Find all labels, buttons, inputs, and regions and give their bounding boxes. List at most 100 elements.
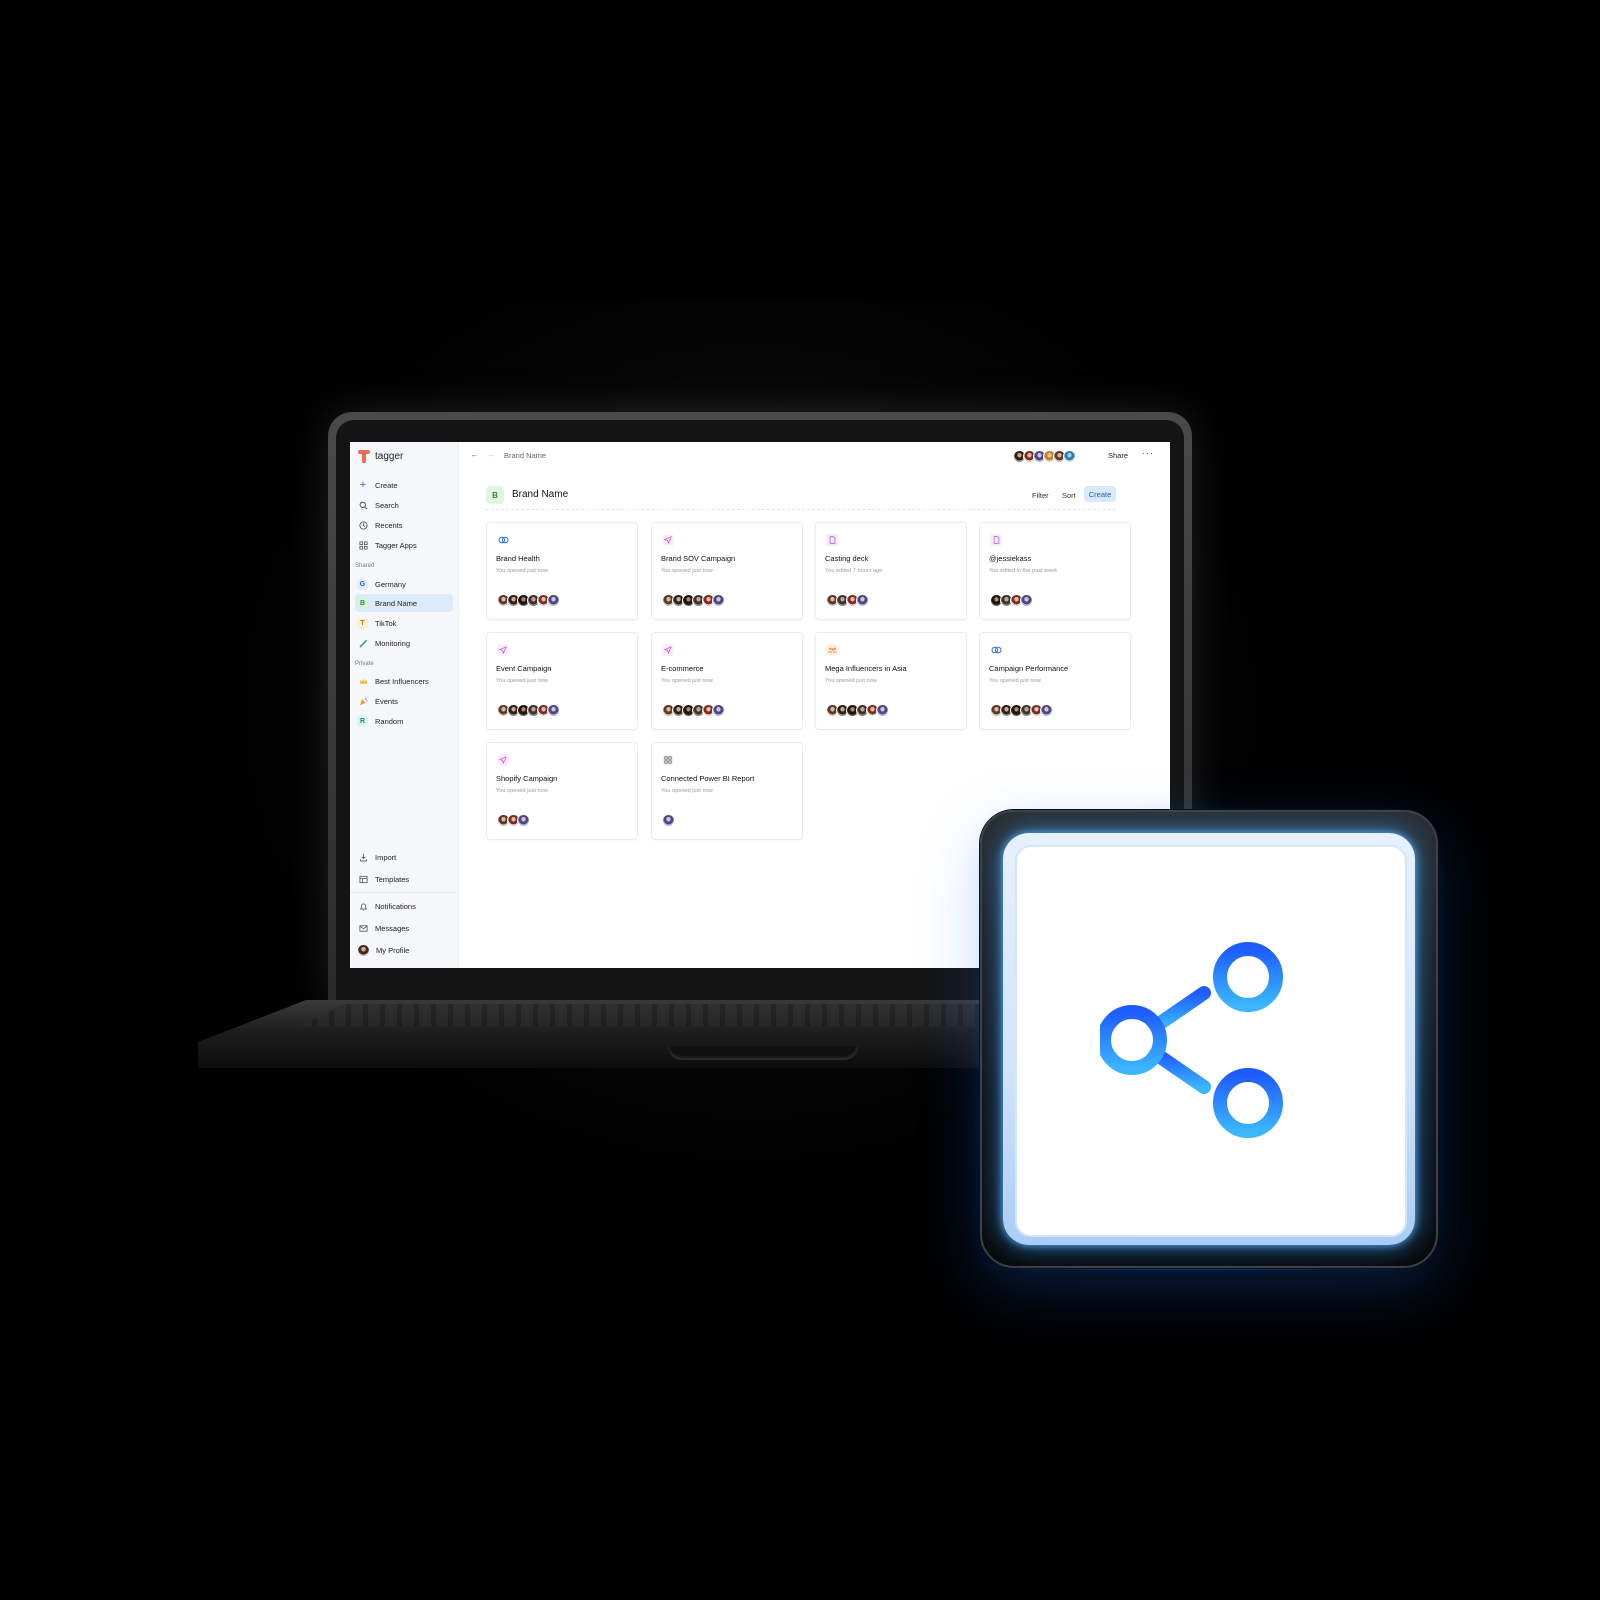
card-title: Casting deck — [825, 554, 869, 563]
avatar — [856, 594, 869, 607]
card-title: Shopify Campaign — [496, 774, 558, 783]
templates-icon — [358, 874, 368, 884]
share-icon[interactable] — [1100, 930, 1320, 1150]
space-badge: B — [357, 597, 368, 609]
more-options-icon[interactable]: ··· — [1142, 448, 1154, 458]
space-badge: R — [357, 715, 368, 727]
avatar — [547, 594, 560, 607]
apps-grid-icon — [662, 754, 674, 766]
space-badge: T — [357, 617, 368, 629]
sidebar-item-label: Germany — [375, 579, 406, 589]
sidebar-item-create[interactable]: + Create — [355, 476, 453, 494]
sidebar-item-label: Recents — [375, 520, 403, 530]
card-title: Brand Health — [496, 554, 540, 563]
card-brand-sov-campaign[interactable]: Brand SOV Campaign You opened just now — [651, 522, 803, 620]
apps-grid-icon — [358, 540, 368, 550]
card-avatars — [990, 594, 1033, 607]
card-avatars — [497, 594, 560, 607]
sidebar-item-monitoring[interactable]: Monitoring — [355, 634, 453, 652]
card-shopify-campaign[interactable]: Shopify Campaign You opened just now — [486, 742, 638, 840]
card-event-campaign[interactable]: Event Campaign You opened just now — [486, 632, 638, 730]
mail-icon — [358, 923, 368, 933]
sidebar-item-label: My Profile — [376, 945, 410, 955]
collaborator-avatars[interactable] — [1013, 450, 1076, 463]
avatar — [1040, 704, 1053, 717]
sidebar-item-import[interactable]: Import — [355, 848, 453, 866]
sidebar-item-my-profile[interactable]: My Profile — [355, 941, 453, 959]
card-avatars — [662, 704, 725, 717]
sidebar-item-label: Events — [375, 696, 398, 706]
sidebar-item-notifications[interactable]: Notifications — [355, 897, 453, 915]
sidebar-item-templates[interactable]: Templates — [355, 870, 453, 888]
card-subtitle: You edited 7 hours ago — [825, 568, 883, 574]
crown-icon — [358, 676, 368, 686]
sidebar-item-label: Best Influencers — [375, 676, 429, 686]
sidebar-item-tiktok[interactable]: T TikTok — [355, 614, 453, 632]
space-badge: G — [357, 578, 368, 590]
send-icon — [662, 534, 674, 546]
card-connected-power-bi-report[interactable]: Connected Power BI Report You opened jus… — [651, 742, 803, 840]
sidebar-item-tagger-apps[interactable]: Tagger Apps — [355, 536, 453, 554]
card-avatars — [826, 594, 869, 607]
card-subtitle: You opened just now — [496, 678, 548, 684]
card-casting-deck[interactable]: Casting deck You edited 7 hours ago — [815, 522, 967, 620]
card-subtitle: You opened just now — [496, 788, 548, 794]
document-icon — [826, 534, 838, 546]
card-title: E-commerce — [661, 664, 704, 673]
avatar — [712, 704, 725, 717]
send-icon — [497, 644, 509, 656]
card-avatars — [662, 814, 675, 827]
avatar — [517, 814, 530, 827]
card-brand-health[interactable]: Brand Health You opened just now — [486, 522, 638, 620]
card-title: @jessiekass — [989, 554, 1032, 563]
sidebar-item-brand-name[interactable]: B Brand Name — [355, 594, 453, 612]
avatar — [662, 814, 675, 827]
card-mega-influencers-in-asia[interactable]: Mega Influencers in Asia You opened just… — [815, 632, 967, 730]
card-campaign-performance[interactable]: Campaign Performance You opened just now — [979, 632, 1131, 730]
card-e-commerce[interactable]: E-commerce You opened just now — [651, 632, 803, 730]
sidebar-item-germany[interactable]: G Germany — [355, 575, 453, 593]
section-label-shared: Shared — [355, 563, 375, 569]
breadcrumb[interactable]: Brand Name — [504, 451, 547, 460]
share-tile-face[interactable] — [1015, 845, 1407, 1237]
main-content: ← → Brand Name Share ··· B Brand Name Fi… — [458, 442, 1170, 968]
sidebar-item-label: Monitoring — [375, 638, 411, 648]
sidebar-item-messages[interactable]: Messages — [355, 919, 453, 937]
card-title: Mega Influencers in Asia — [825, 664, 907, 673]
sidebar-item-events[interactable]: Events — [355, 692, 453, 710]
card-avatars — [497, 814, 530, 827]
document-icon — [990, 534, 1002, 546]
sidebar-item-label: Random — [375, 716, 404, 726]
create-button[interactable]: Create — [1084, 486, 1116, 502]
send-icon — [497, 754, 509, 766]
app-logo[interactable]: tagger — [358, 450, 403, 463]
laptop-notch — [668, 1046, 858, 1060]
group-icon — [826, 644, 838, 656]
section-label-private: Private — [355, 661, 374, 667]
pen-icon — [358, 638, 368, 648]
card-subtitle: You edited in the past week — [989, 568, 1058, 574]
clock-icon — [358, 520, 368, 530]
download-icon — [358, 852, 368, 862]
laptop-keyboard — [300, 1004, 1180, 1026]
sidebar-item-random[interactable]: R Random — [355, 712, 453, 730]
sidebar-item-label: Notifications — [375, 901, 416, 911]
card-jessiekass[interactable]: @jessiekass You edited in the past week — [979, 522, 1131, 620]
filter-button[interactable]: Filter — [1032, 491, 1049, 500]
sidebar-item-label: TikTok — [375, 618, 397, 628]
forward-arrow-icon[interactable]: → — [486, 449, 495, 459]
share-button[interactable]: Share — [1108, 451, 1129, 460]
party-icon — [358, 696, 368, 706]
avatar — [876, 704, 889, 717]
back-arrow-icon[interactable]: ← — [470, 449, 479, 459]
sidebar-item-recents[interactable]: Recents — [355, 516, 453, 534]
link-rings-icon — [990, 644, 1002, 656]
sidebar-item-best-influencers[interactable]: Best Influencers — [355, 672, 453, 690]
card-title: Connected Power BI Report — [661, 774, 755, 783]
sort-button[interactable]: Sort — [1062, 491, 1076, 500]
sidebar-item-label: Messages — [375, 923, 410, 933]
card-title: Event Campaign — [496, 664, 552, 673]
sidebar-item-search[interactable]: Search — [355, 496, 453, 514]
page-header: B Brand Name Filter Sort Create — [486, 486, 1116, 506]
sidebar-item-label: Search — [375, 500, 399, 510]
